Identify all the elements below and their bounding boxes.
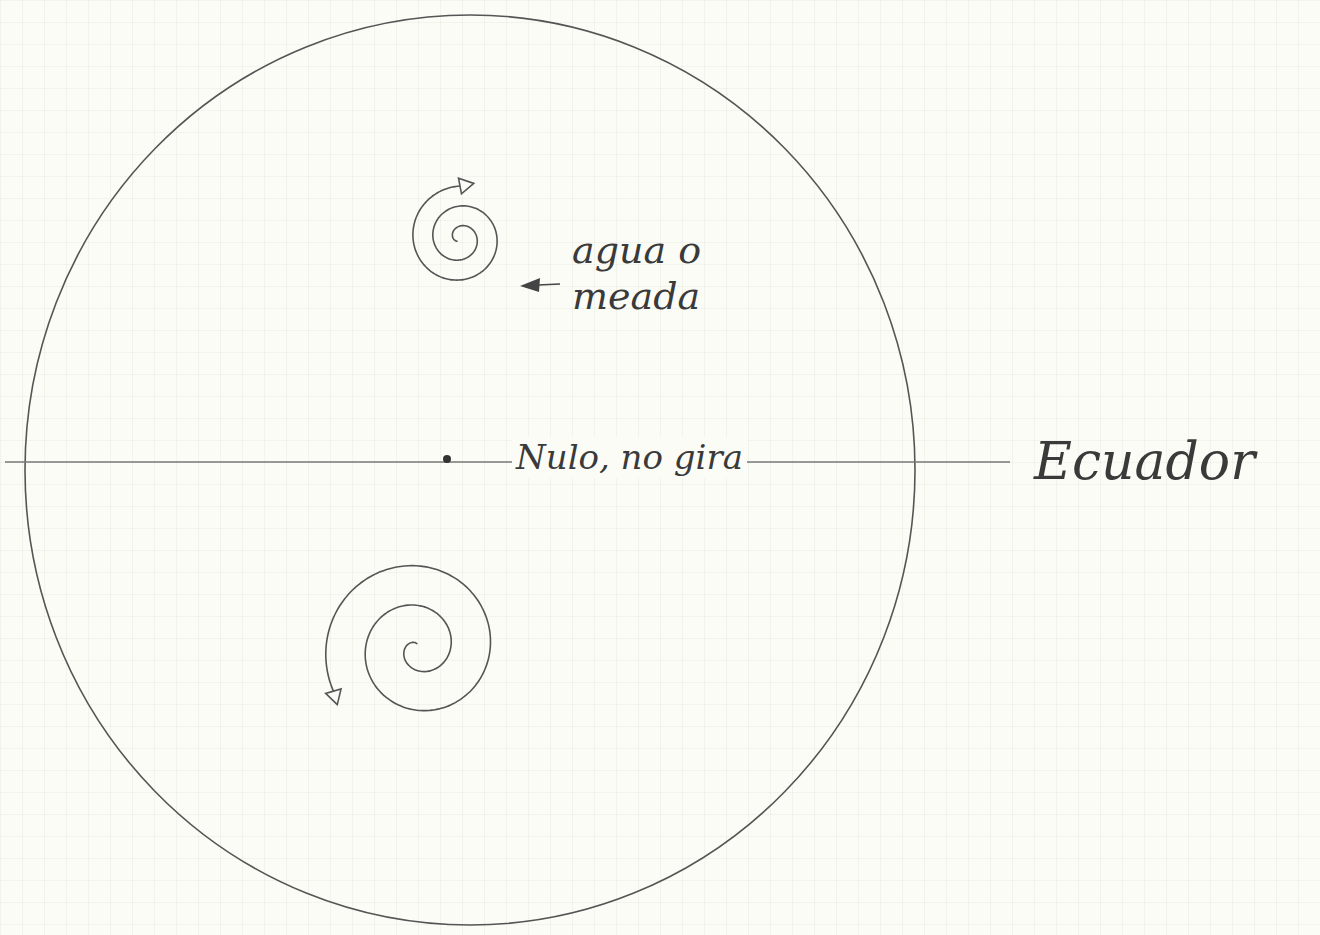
center-dot — [443, 455, 451, 463]
equator-label: Ecuador — [1034, 430, 1255, 492]
leader-line — [538, 284, 560, 285]
globe-outline — [25, 15, 915, 925]
north-spiral — [413, 186, 497, 280]
south-spiral — [326, 566, 491, 711]
water-note: agua o meada — [572, 228, 772, 319]
spiral-arrowhead — [326, 689, 341, 705]
leader-arrowhead — [520, 278, 540, 292]
center-note: Nulo, no gira — [512, 437, 747, 478]
equator-line — [5, 461, 1010, 462]
spiral-arrowhead — [459, 178, 474, 194]
